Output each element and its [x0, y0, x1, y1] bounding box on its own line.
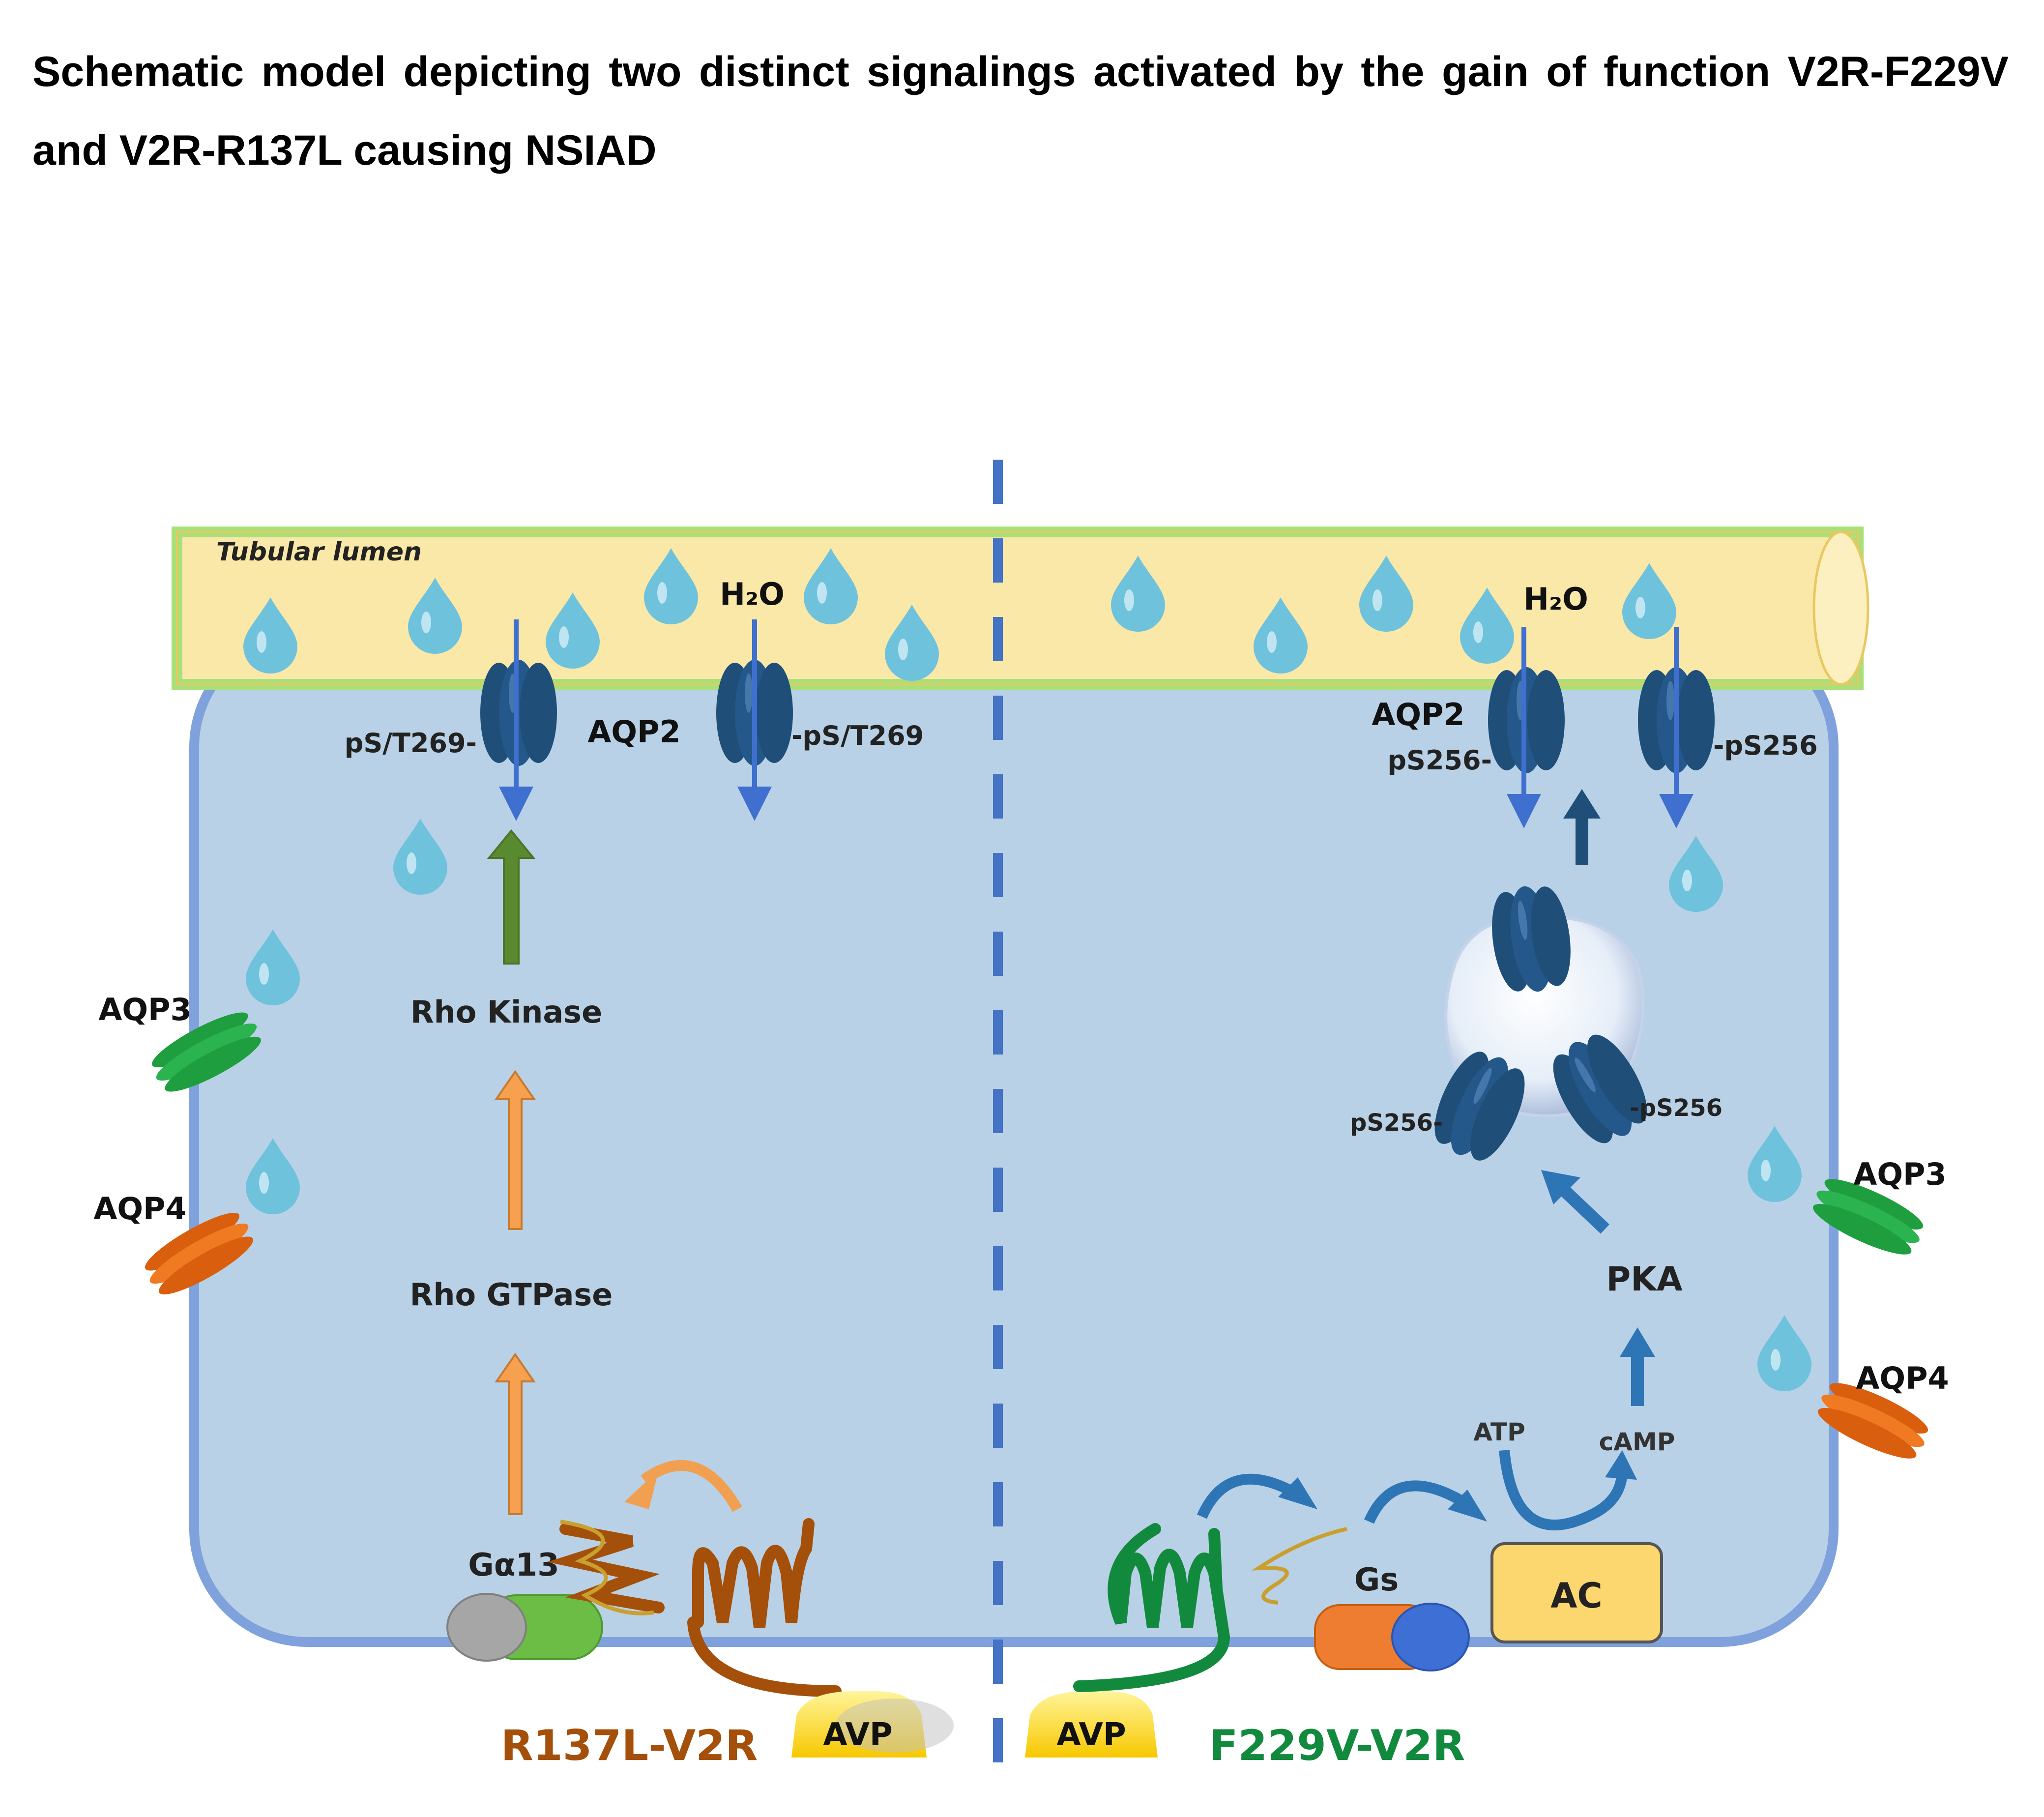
figure-title: Schematic model depicting two distinct s…: [32, 48, 2009, 174]
water-flow-arrows: [499, 619, 1694, 828]
avp-ligand-right: [1025, 1691, 1158, 1758]
r137l-g-protein-link: [560, 1520, 654, 1615]
pka-label: PKA: [1606, 1260, 1683, 1299]
atp-label: ATP: [1473, 1418, 1525, 1446]
camp-to-pka-arrow: [1620, 1327, 1655, 1406]
avp-label-right: AVP: [1056, 1717, 1126, 1753]
aqp3-label-left: AQP3: [98, 992, 191, 1027]
cell-body: [189, 629, 1839, 1647]
avp-ligand-left: [791, 1691, 954, 1758]
h2o-label-right: H₂O: [1523, 581, 1588, 617]
aqp2-label-right: AQP2: [1372, 697, 1464, 733]
phospho-label: pS256-: [1350, 1109, 1443, 1137]
aqp4-label-right: AQP4: [1856, 1360, 1949, 1396]
aqp3-label-right: AQP3: [1853, 1156, 1946, 1192]
pka-to-vesicle-arrow: [1541, 1170, 1609, 1234]
avp-label-left: AVP: [823, 1717, 893, 1753]
phospho-label: -pS256: [1713, 730, 1818, 761]
f229v-receptor-icon: [1073, 1523, 1230, 1692]
tubular-lumen-label: Tubular lumen: [216, 537, 422, 567]
activation-curve-arrow: [624, 1460, 742, 1512]
r137l-label: R137L-V2R: [501, 1721, 758, 1770]
phospho-label: -pS256: [1630, 1094, 1723, 1122]
ac-label: AC: [1550, 1576, 1603, 1616]
ga13-protein: [446, 1593, 603, 1662]
f229v-label: F229V-V2R: [1209, 1721, 1465, 1770]
aqp4-label-left: AQP4: [93, 1191, 186, 1227]
camp-label: cAMP: [1599, 1428, 1675, 1456]
gs-label: Gs: [1354, 1562, 1399, 1598]
ga13-label: Gα13: [468, 1547, 559, 1583]
phospho-label: pS256-: [1387, 745, 1492, 776]
rho-kinase-label: Rho Kinase: [410, 994, 602, 1030]
r137l-receptor-icon: [547, 1518, 842, 1697]
aqp2-label-left: AQP2: [587, 714, 680, 750]
rho-kinase-arrow: [487, 829, 536, 965]
phospho-label: pS/T269-: [345, 728, 477, 759]
activation-curve-arrow: [1197, 1449, 1628, 1531]
gs-protein: [1314, 1603, 1470, 1671]
tubular-lumen: [172, 527, 1869, 690]
rho-gtpase-label: Rho GTPase: [410, 1277, 613, 1313]
f229v-g-protein-link: [1251, 1527, 1347, 1605]
arrow-head: [1278, 1477, 1317, 1509]
rho-gtpase-arrow: [495, 1070, 536, 1230]
vesicle-to-membrane-arrow: [1563, 789, 1601, 865]
arrow-head: [1605, 1450, 1637, 1480]
adenylyl-cyclase-box: [1490, 1542, 1663, 1643]
phospho-label: -pS/T269: [791, 720, 924, 751]
h2o-label-left: H₂O: [720, 576, 785, 612]
ga13-arrow: [495, 1352, 536, 1515]
arrow-head: [1448, 1490, 1487, 1522]
